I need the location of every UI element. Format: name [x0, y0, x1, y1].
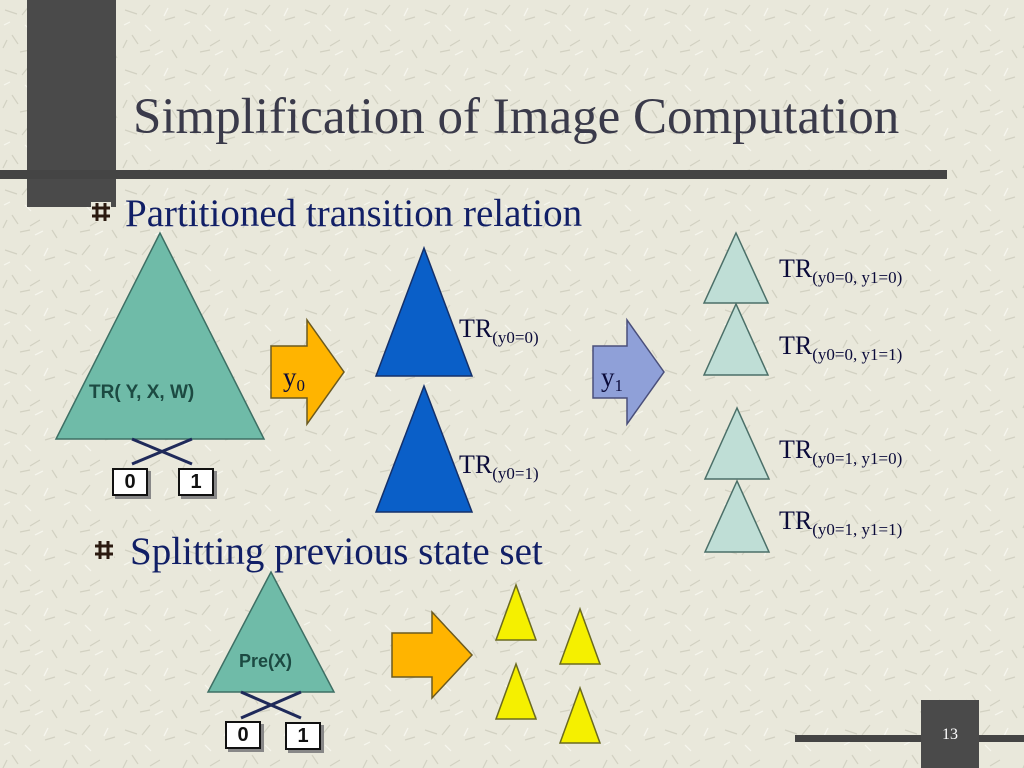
pre-x-triangle: [206, 570, 336, 693]
tr-11-label: TR(y0=1, y1=1): [779, 506, 903, 539]
hash-bullet-icon: [94, 540, 114, 560]
tr-big-triangle: [54, 231, 266, 440]
yellow-triangle: [494, 661, 538, 720]
split-arrow: [391, 610, 474, 700]
footer-block: [921, 700, 979, 768]
bullet-splitting: Splitting previous state set: [130, 530, 543, 573]
pre-x-label: Pre(X): [239, 651, 293, 671]
arrow-y0: [270, 317, 345, 427]
blue-triangle-top: [374, 245, 474, 377]
box-zero: 0: [225, 721, 261, 749]
arrow-y1-label: y1: [601, 362, 623, 395]
tr-y0-1-label: TR(y0=1): [459, 450, 539, 483]
tr-10-label: TR(y0=1, y1=0): [779, 435, 903, 468]
cross-lines: [240, 690, 302, 720]
title-rule: [0, 170, 947, 179]
arrow-y0-label: y0: [283, 362, 305, 395]
pale-triangle-00: [702, 231, 770, 304]
bullet-partitioned: Partitioned transition relation: [125, 192, 583, 235]
footer-rule: [795, 735, 1024, 742]
tr-00-label: TR(y0=0, y1=0): [779, 254, 903, 287]
box-one: 1: [285, 722, 321, 750]
slide-title: Simplification of Image Computation: [133, 89, 900, 145]
pale-triangle-01: [702, 302, 770, 376]
box-zero: 0: [112, 468, 148, 496]
tr-01-label: TR(y0=0, y1=1): [779, 331, 903, 364]
hash-bullet-icon: [91, 202, 111, 222]
tr-big-triangle-label: TR( Y, X, W): [89, 382, 195, 403]
tr-y0-0-label: TR(y0=0): [459, 314, 539, 347]
box-one: 1: [178, 468, 214, 496]
arrow-y1: [592, 317, 665, 427]
page-number: 13: [942, 726, 958, 743]
yellow-triangle: [558, 685, 602, 744]
blue-triangle-bottom: [374, 383, 474, 513]
cross-lines: [131, 437, 193, 466]
pale-triangle-11: [703, 479, 771, 553]
pale-triangle-10: [703, 406, 771, 480]
yellow-triangle: [558, 606, 602, 665]
yellow-triangle: [494, 582, 538, 641]
